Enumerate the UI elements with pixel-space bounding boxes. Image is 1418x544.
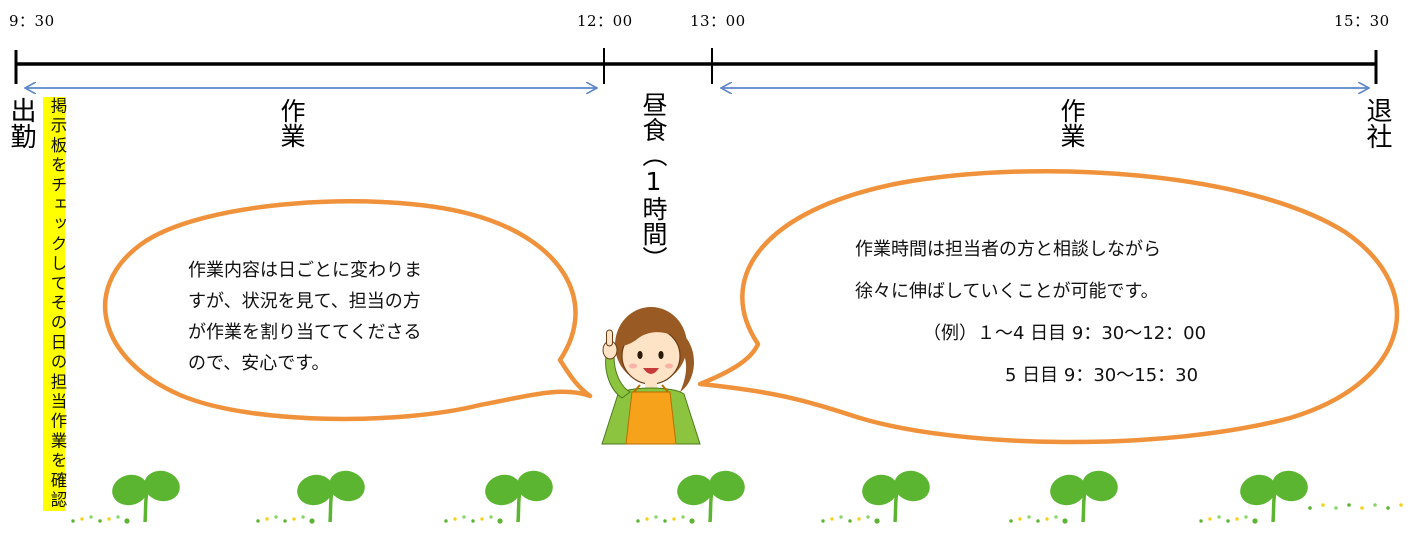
sprout-icon <box>112 470 180 523</box>
dot <box>124 518 130 524</box>
dot <box>689 518 695 524</box>
dot <box>1360 506 1364 510</box>
dot <box>283 519 287 523</box>
dot <box>636 519 640 523</box>
dot <box>1334 506 1338 510</box>
dot <box>821 519 825 523</box>
right-bubble-text: 作業時間は担当者の方と相談しながら 徐々に伸ばしていくことが可能です。 （例）１… <box>855 229 1315 397</box>
dot <box>274 515 278 519</box>
work-label-morning: 作業 <box>277 98 306 148</box>
dot <box>453 517 457 521</box>
sprout-icon <box>1240 470 1308 523</box>
dot <box>672 517 676 521</box>
lunch-label: 昼食（1時間） <box>639 92 668 271</box>
dot <box>80 517 84 521</box>
timeline <box>14 48 1378 110</box>
dot <box>265 517 269 521</box>
dot <box>444 519 448 523</box>
right-bubble-line: 徐々に伸ばしていくことが可能です。 <box>855 281 1159 302</box>
dot <box>830 517 834 521</box>
dot <box>292 517 296 521</box>
dot <box>1027 515 1031 519</box>
dot <box>1308 506 1312 510</box>
dot <box>1009 519 1013 523</box>
dot <box>1386 506 1390 510</box>
time-start: 9：30 <box>9 12 55 30</box>
sprout-icon <box>1050 470 1118 523</box>
dot <box>1373 503 1377 507</box>
right-bubble-line: 作業時間は担当者の方と相談しながら <box>855 239 1161 260</box>
dot <box>1045 517 1049 521</box>
left-bubble-line: すが、状況を見て、担当の方 <box>188 291 421 312</box>
dot <box>489 515 493 519</box>
dot <box>116 515 120 519</box>
time-end: 15：30 <box>1334 12 1390 30</box>
sprout-icon <box>485 470 553 523</box>
right-bubble-line: （例）１～4 日目 9：30～12：00 <box>923 323 1207 344</box>
dot <box>497 518 503 524</box>
dot <box>462 515 466 519</box>
right-speech-bubble <box>697 168 1400 445</box>
dot <box>1199 519 1203 523</box>
dot <box>1347 503 1351 507</box>
dot <box>1252 518 1258 524</box>
time-lunch-end: 13：00 <box>690 12 746 30</box>
sprout-icon <box>677 470 745 523</box>
dot <box>663 519 667 523</box>
dot <box>1054 515 1058 519</box>
dot <box>480 517 484 521</box>
left-speech-bubble <box>102 199 593 422</box>
dot <box>89 515 93 519</box>
dot <box>1036 519 1040 523</box>
work-label-afternoon: 作業 <box>1057 98 1086 148</box>
left-bubble-line: 作業内容は日ごとに変わりま <box>188 260 422 281</box>
dot <box>874 518 880 524</box>
dot <box>857 517 861 521</box>
time-lunch-start: 12：00 <box>577 12 633 30</box>
end-label: 退社 <box>1362 97 1392 149</box>
morning-note: 掲示板をチェックしてその日の担当作業を確認 <box>43 97 67 511</box>
dot <box>107 517 111 521</box>
dot <box>71 519 75 523</box>
dot <box>1399 503 1403 507</box>
dot <box>839 515 843 519</box>
left-bubble-line: が作業を割り当ててくださる <box>188 322 422 343</box>
dot <box>1208 517 1212 521</box>
dot <box>866 515 870 519</box>
right-bubble-line: 5 日目 9：30～15：30 <box>1005 365 1199 386</box>
dot <box>1018 517 1022 521</box>
dot <box>1235 517 1239 521</box>
dot <box>1217 515 1221 519</box>
dot <box>309 518 315 524</box>
left-bubble-text: 作業内容は日ごとに変わりま すが、状況を見て、担当の方 が作業を割り当ててくださ… <box>188 255 478 379</box>
start-label: 出勤 <box>6 97 36 149</box>
sprout-icon <box>297 470 365 523</box>
dot <box>681 515 685 519</box>
dot <box>98 519 102 523</box>
dot <box>1244 515 1248 519</box>
dot <box>645 517 649 521</box>
sprout-icon <box>862 470 930 523</box>
dot <box>1226 519 1230 523</box>
dot <box>1321 503 1325 507</box>
dot <box>256 519 260 523</box>
left-bubble-line: ので、安心です。 <box>188 353 330 374</box>
dot <box>848 519 852 523</box>
dot <box>301 515 305 519</box>
dot <box>1062 518 1068 524</box>
dot <box>654 515 658 519</box>
dot <box>471 519 475 523</box>
